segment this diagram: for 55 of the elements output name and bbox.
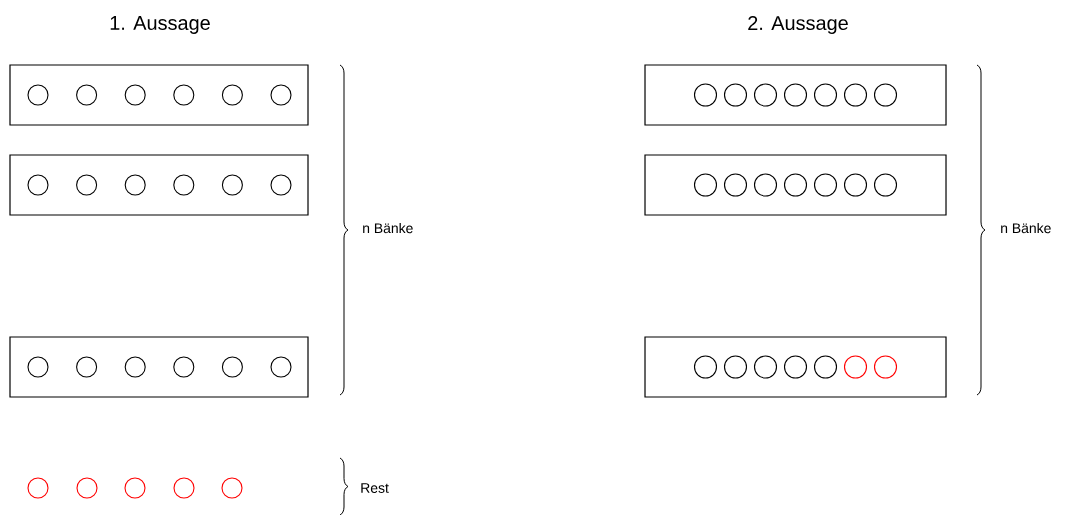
circle: [76, 356, 98, 378]
circle: [843, 83, 868, 107]
bench-box: [644, 336, 947, 398]
circle: [723, 355, 748, 379]
circle: [783, 83, 808, 107]
circle: [27, 84, 49, 106]
circle: [173, 174, 195, 196]
circle: [873, 83, 898, 107]
circle: [221, 356, 243, 378]
circle: [813, 173, 838, 197]
circle: [124, 356, 146, 378]
circle: [843, 355, 868, 379]
bench-box: [644, 154, 947, 216]
circle: [813, 83, 838, 107]
heading: 2. Aussage: [748, 16, 848, 35]
circle: [76, 174, 98, 196]
circle: [693, 83, 718, 107]
circle: [873, 355, 898, 379]
circle: [27, 356, 49, 378]
circle: [873, 173, 898, 197]
bench-box: [9, 336, 309, 398]
circle: [173, 84, 195, 106]
circle: [27, 477, 49, 499]
circle: [783, 355, 808, 379]
circle: [753, 83, 778, 107]
circle: [753, 173, 778, 197]
bench-box: [9, 154, 309, 216]
circle: [723, 173, 748, 197]
bench-box: [9, 64, 309, 126]
circle: [813, 355, 838, 379]
circle: [76, 84, 98, 106]
brace-label: Rest: [361, 483, 389, 493]
circle: [173, 356, 195, 378]
brace-label: n Bänke: [1001, 222, 1051, 234]
circle: [753, 355, 778, 379]
circle: [723, 83, 748, 107]
circle: [783, 173, 808, 197]
circle: [693, 173, 718, 197]
circle: [270, 174, 292, 196]
brace-label: n Bänke: [363, 222, 413, 234]
circle: [27, 174, 49, 196]
circle: [124, 84, 146, 106]
circle: [221, 174, 243, 196]
bench-box: [644, 64, 947, 126]
circle: [124, 174, 146, 196]
circle: [173, 477, 195, 499]
circle: [270, 84, 292, 106]
circle: [693, 355, 718, 379]
circle: [221, 477, 243, 499]
circle: [76, 477, 98, 499]
heading: 1. Aussage: [110, 16, 210, 34]
circle: [843, 173, 868, 197]
circle: [124, 477, 146, 499]
circle: [270, 356, 292, 378]
circle: [221, 84, 243, 106]
